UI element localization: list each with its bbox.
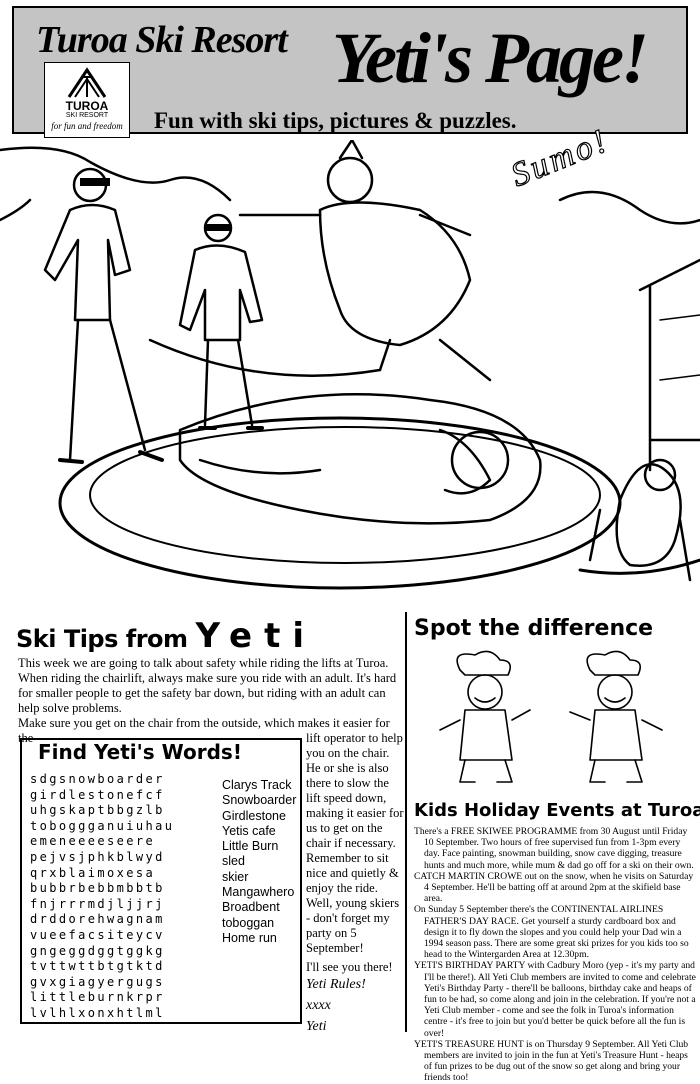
logo-subtext: SKI RESORT [65, 112, 109, 119]
word-find-grid-row: gvxgiagyergugs [30, 974, 165, 989]
resort-title: Turoa Ski Resort [36, 19, 288, 61]
turoa-logo: TUROA SKI RESORT for fun and freedom [44, 62, 130, 138]
word-find-grid-row: toboggganuiuhau [30, 818, 175, 833]
column-divider [405, 612, 407, 1032]
word-find-grid-row: tvttwttbtgtktd [30, 959, 165, 974]
chef-right-icon [569, 650, 663, 783]
word-find-word: Snowboarder [222, 793, 297, 808]
ski-tips-sign-off-4: Yeti [306, 1019, 327, 1034]
word-find-grid-row: littleburnkrpr [30, 990, 165, 1005]
ski-tips-heading-text: Ski Tips from [16, 625, 188, 653]
word-find-word: Yetis cafe [222, 823, 276, 838]
event-item: YETI'S BIRTHDAY PARTY with Cadbury Moro … [414, 960, 696, 1039]
word-find-word: Clarys Track [222, 778, 292, 792]
events-heading: Kids Holiday Events at Turoa [414, 800, 700, 821]
word-find-word: Mangawhero [222, 885, 295, 900]
word-find-word: Little Burn [222, 839, 279, 854]
ski-tips-sign-off-3: xxxx [306, 998, 331, 1013]
word-find-grid-row: lvlhlxonxhtlml [30, 1005, 165, 1020]
ski-tips-continued-text: lift operator to help you on the chair. … [306, 731, 404, 955]
word-find-word: sled [222, 854, 245, 869]
event-item: On Sunday 5 September there's the CONTIN… [414, 904, 689, 961]
ski-tips-sign-off-1: I'll see you there! [306, 960, 393, 974]
word-find-word: Home run [222, 930, 277, 945]
word-find-grid-row: girdlestonefcf [30, 787, 165, 802]
word-find-grid-row: emeneeeeseere [30, 834, 156, 849]
spot-difference-chef-images [439, 650, 663, 783]
word-find-grid-row: vueefacsiteycv [30, 927, 165, 942]
event-item: There's a FREE SKIWEE PROGRAMME from 30 … [414, 826, 694, 871]
mountain-logo-icon [67, 67, 107, 99]
word-find-heading: Find Yeti's Words! [38, 740, 242, 764]
word-find-grid-row: drddorehwagnam [30, 912, 165, 927]
events-list: There's a FREE SKIWEE PROGRAMME from 30 … [414, 826, 696, 1084]
ski-tips-sign-off-2: Yeti Rules! [306, 977, 366, 992]
logo-name: TUROA [65, 99, 109, 113]
page-title: Yeti's Page! [332, 18, 649, 98]
word-find-word: toboggan [222, 915, 275, 930]
word-find-grid-row: fnjrrrmdjljjrj [30, 896, 165, 911]
sumo-cartoon-illustration [0, 140, 700, 590]
spot-difference-heading: Spot the difference [414, 616, 654, 641]
word-find-grid-row: sdgsnowboarder [30, 772, 165, 786]
word-find-grid-row: uhgskaptbbgzlb [30, 803, 165, 818]
word-find-grid-row: gngeggdggtggkg [30, 943, 165, 958]
page-subtitle: Fun with ski tips, pictures & puzzles. [154, 108, 517, 133]
word-find-grid-row: qrxblaimoxesa [30, 865, 156, 880]
ski-tips-paragraph-3: lift operator to help you on the chair. … [306, 731, 404, 1034]
logo-tagline: for fun and freedom [51, 121, 123, 131]
event-item: YETI'S TREASURE HUNT is on Thursday 9 Se… [414, 1038, 689, 1084]
word-find-grid-row: bubbrbebbmbbtb [30, 881, 165, 896]
ski-tips-heading-name: Yeti [195, 616, 316, 656]
word-find-grid-row: pejvsjphkblwyd [30, 849, 165, 864]
chef-left-icon [439, 650, 531, 783]
page-header: Turoa Ski Resort Yeti's Page! TUROA SKI … [12, 6, 688, 138]
word-find-word: Girdlestone [222, 808, 286, 823]
ski-tips-paragraph-1: This week we are going to talk about saf… [18, 656, 397, 715]
word-find-word: skier [222, 869, 249, 884]
event-item: CATCH MARTIN CROWE out on the snow, when… [414, 870, 694, 905]
word-find-word: Broadbent [222, 900, 280, 915]
